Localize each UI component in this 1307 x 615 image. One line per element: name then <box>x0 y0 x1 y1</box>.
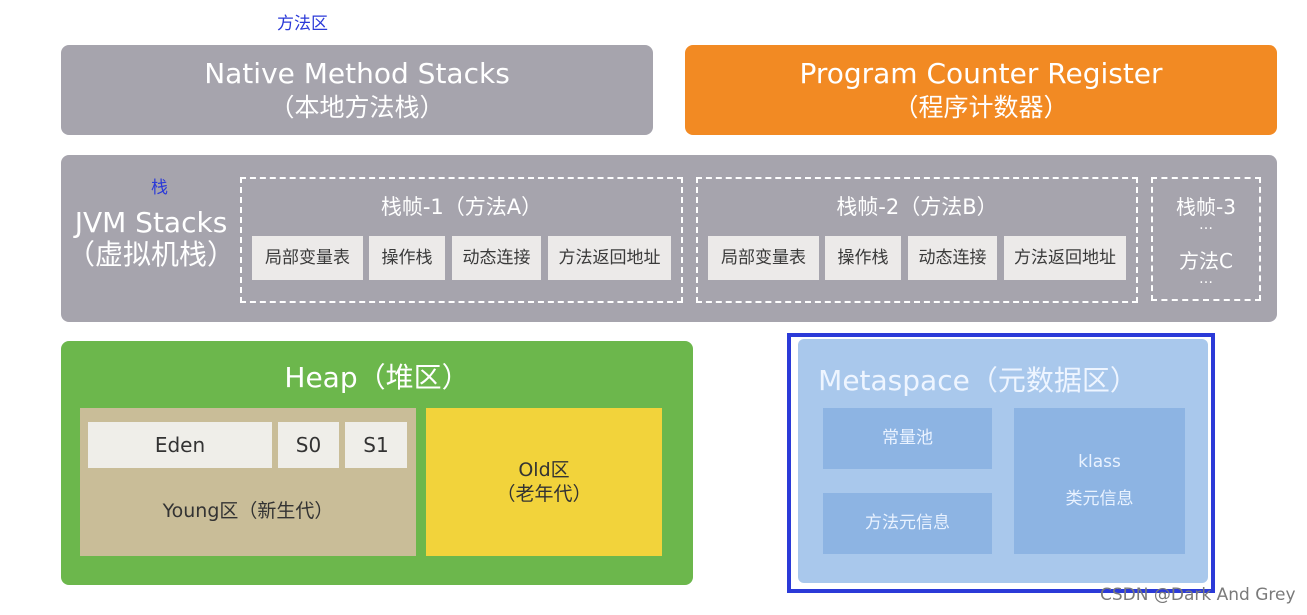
csdn-watermark: CSDN @Dark And Grey <box>1100 585 1296 605</box>
class-metadata-label: 类元信息 <box>1065 489 1134 509</box>
native-method-stacks-box: Native Method Stacks （本地方法栈） <box>61 45 653 135</box>
eden-space: Eden <box>88 422 272 468</box>
heap-title: Heap（堆区） <box>284 361 470 394</box>
program-counter-register-title: Program Counter Register <box>799 57 1163 90</box>
stack-frame-1: 栈帧-1（方法A） 局部变量表 操作栈 动态连接 方法返回地址 <box>240 177 683 303</box>
native-method-stacks-title: Native Method Stacks <box>204 57 510 90</box>
method-metadata: 方法元信息 <box>823 493 992 554</box>
return-address: 方法返回地址 <box>1004 236 1126 280</box>
survivor-s1: S1 <box>345 422 407 468</box>
stack-frame-3-ellipsis-2: … <box>1199 271 1213 287</box>
return-address: 方法返回地址 <box>548 236 671 280</box>
local-variable-table: 局部变量表 <box>708 236 819 280</box>
young-generation-label: Young区（新生代） <box>162 500 334 522</box>
metaspace-highlight-frame <box>787 333 1215 593</box>
program-counter-register-box: Program Counter Register （程序计数器） <box>685 45 1277 135</box>
dynamic-linking: 动态连接 <box>452 236 541 280</box>
old-generation-label-line1: Old区 <box>518 459 570 481</box>
stack-frame-2: 栈帧-2（方法B） 局部变量表 操作栈 动态连接 方法返回地址 <box>696 177 1138 303</box>
old-generation-label-line2: （老年代） <box>496 483 592 505</box>
local-variable-table: 局部变量表 <box>252 236 363 280</box>
stack-frame-3-method: 方法C <box>1179 249 1233 273</box>
operand-stack: 操作栈 <box>825 236 901 280</box>
klass-label: klass <box>1078 452 1121 472</box>
native-method-stacks-subtitle: （本地方法栈） <box>269 93 445 122</box>
method-area-annotation: 方法区 <box>277 14 328 34</box>
survivor-s0: S0 <box>278 422 339 468</box>
stack-annotation: 栈 <box>151 178 168 198</box>
stack-frame-1-title: 栈帧-1（方法A） <box>380 195 543 219</box>
stack-frame-3-title: 栈帧-3 <box>1176 195 1236 219</box>
old-generation-box <box>426 408 662 556</box>
metaspace-title: Metaspace（元数据区） <box>818 364 1138 397</box>
program-counter-register-subtitle: （程序计数器） <box>893 93 1069 122</box>
old-generation-label: Old区 （老年代） <box>426 458 662 506</box>
operand-stack: 操作栈 <box>369 236 445 280</box>
dynamic-linking: 动态连接 <box>908 236 997 280</box>
stack-frame-3: 栈帧-3 … 方法C … <box>1151 177 1261 301</box>
jvm-stacks-title: JVM Stacks （虚拟机栈） <box>66 207 236 271</box>
jvm-stacks-title-cn: （虚拟机栈） <box>66 238 235 271</box>
constant-pool: 常量池 <box>823 408 992 469</box>
klass-box: klass 类元信息 <box>1014 408 1185 554</box>
stack-frame-2-title: 栈帧-2（方法B） <box>836 195 998 219</box>
stack-frame-3-ellipsis: … <box>1199 217 1213 233</box>
jvm-stacks-title-en: JVM Stacks <box>74 206 228 239</box>
